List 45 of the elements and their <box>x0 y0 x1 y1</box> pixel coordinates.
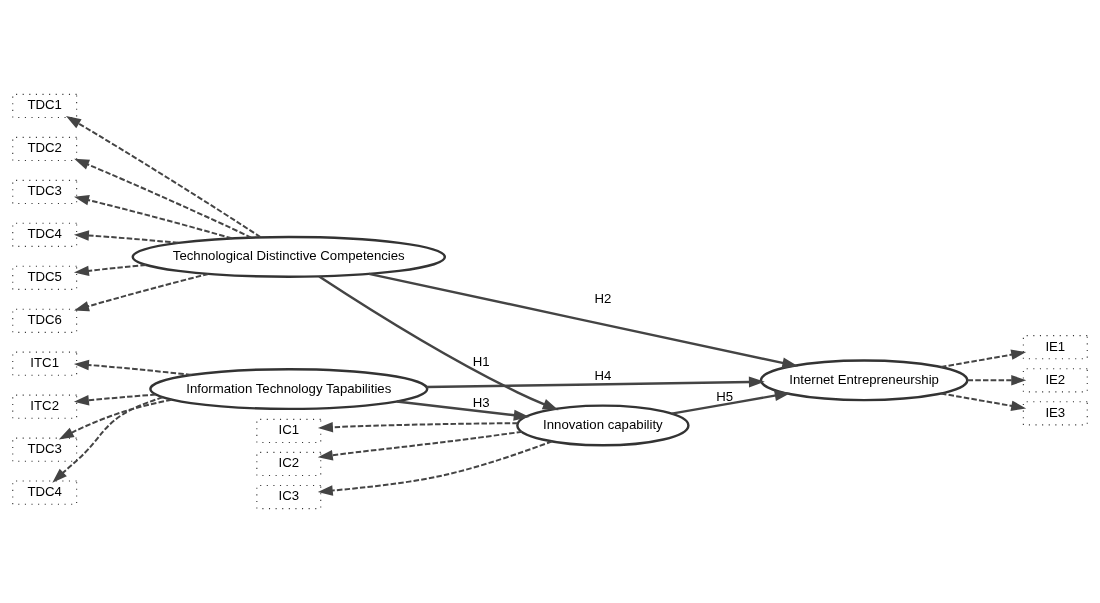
arrow <box>317 440 554 496</box>
edge-label: H2 <box>594 290 612 306</box>
node-ellipse: Innovation capability <box>516 404 690 447</box>
edge-label: H4 <box>594 367 612 383</box>
node-box: TDC3 <box>12 179 78 204</box>
arrow <box>74 195 233 240</box>
node-box: TDC4 <box>12 480 78 505</box>
arrow <box>671 390 791 415</box>
node-box: TDC1 <box>12 93 78 119</box>
node-ellipse: Technological Distinctive Competencies <box>131 235 447 278</box>
node-ellipse: Information Technology Tapabilities <box>149 368 429 411</box>
arrow <box>74 158 253 239</box>
edge-label: H3 <box>472 395 490 411</box>
node-box: ITC2 <box>12 394 78 419</box>
node-box: IE1 <box>1022 335 1088 360</box>
node-box: TDC2 <box>12 136 78 162</box>
arrow <box>966 375 1027 386</box>
arrow <box>317 430 523 461</box>
arrow <box>368 272 799 369</box>
node-box: TDC5 <box>12 265 78 290</box>
arrow <box>396 400 530 421</box>
node-box: IE2 <box>1022 368 1088 393</box>
node-box: ITC1 <box>12 351 78 376</box>
node-box: IC3 <box>256 484 322 510</box>
node-box: IC1 <box>256 418 322 444</box>
arrow <box>940 349 1027 368</box>
arrow <box>73 264 147 277</box>
arrow <box>73 393 157 406</box>
arrow <box>317 421 519 433</box>
arrow <box>73 230 180 244</box>
edge-label: H1 <box>472 353 490 369</box>
node-box: TDC4 <box>12 222 78 247</box>
arrow <box>65 116 262 239</box>
arrow <box>73 359 193 376</box>
arrow <box>74 272 210 312</box>
arrow <box>52 396 164 483</box>
node-box: IE3 <box>1022 401 1088 426</box>
node-box: TDC6 <box>12 308 78 333</box>
node-box: TDC3 <box>12 437 78 462</box>
arrow <box>426 376 765 389</box>
edge-label: H5 <box>716 388 734 404</box>
arrow <box>58 398 173 440</box>
arrow <box>318 275 559 411</box>
arrow <box>940 392 1027 411</box>
node-box: IC2 <box>256 451 322 477</box>
